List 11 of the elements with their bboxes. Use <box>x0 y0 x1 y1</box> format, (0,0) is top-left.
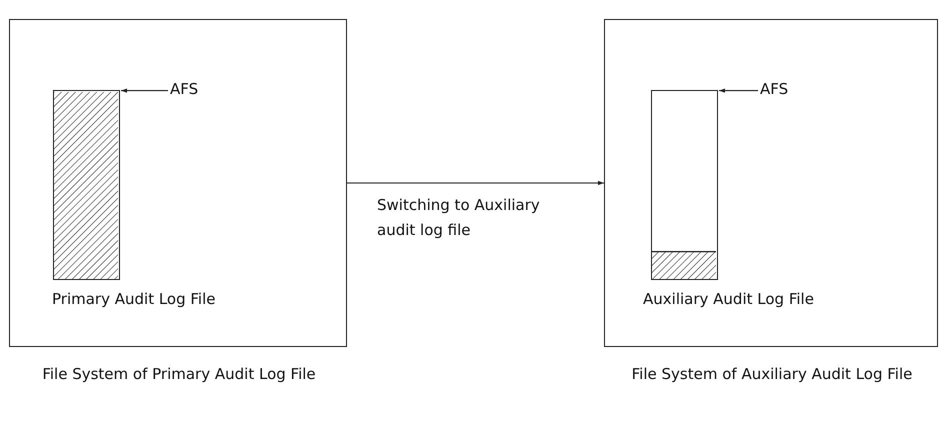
pointer-label: AFS <box>170 80 198 98</box>
arrow <box>347 180 604 186</box>
log-file-bar <box>53 90 120 280</box>
bar-caption: Primary Audit Log File <box>52 290 216 308</box>
box-heading: File System of Auxiliary Audit Log File <box>630 364 914 385</box>
log-file-bar <box>651 90 718 280</box>
leader-arrow <box>121 88 168 93</box>
box-heading: File System of Primary Audit Log File <box>41 364 317 385</box>
leader-arrow <box>719 88 758 93</box>
bar-caption: Auxiliary Audit Log File <box>643 290 814 308</box>
pointer-label: AFS <box>760 80 788 98</box>
